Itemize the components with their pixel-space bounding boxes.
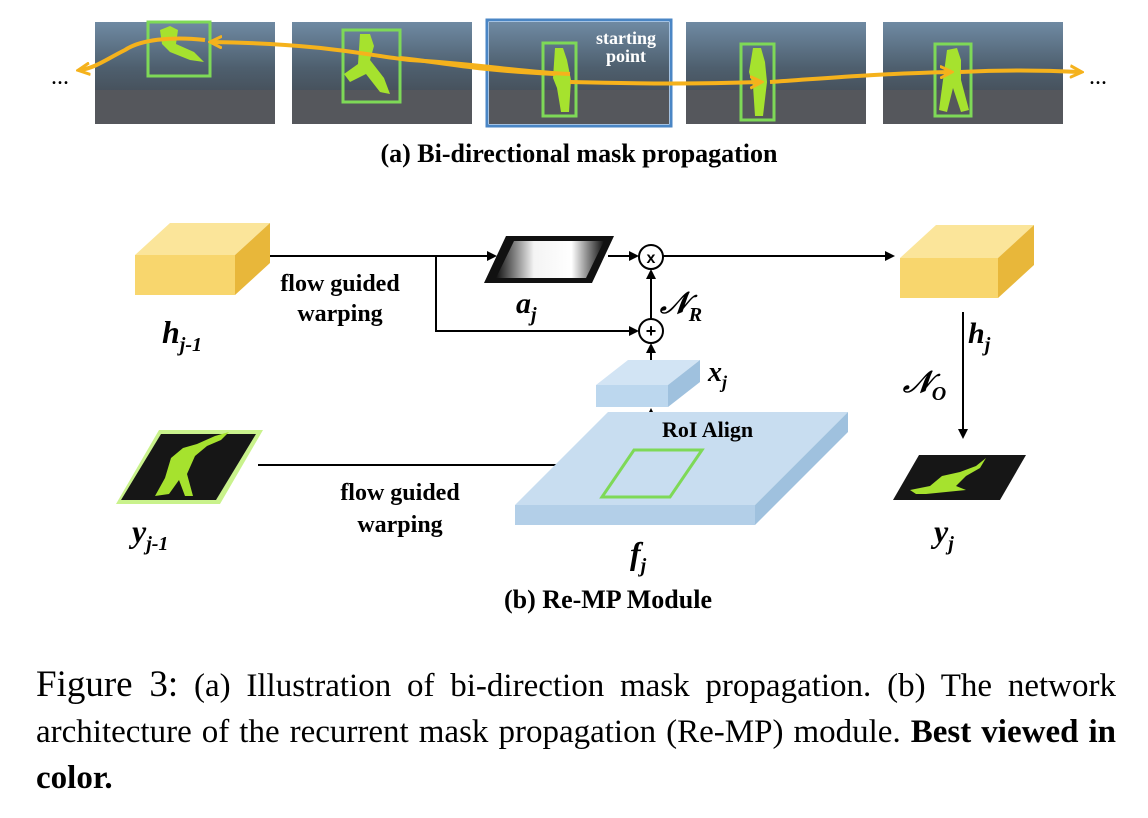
label-y-prev: yj-1 (128, 513, 168, 555)
feature-map-f (515, 412, 848, 525)
panel-a-caption: (a) Bi-directional mask propagation (380, 139, 778, 168)
label-a: aj (516, 287, 537, 326)
mask-y-prev (116, 430, 263, 504)
label-f: fj (630, 535, 647, 577)
mask-person (160, 26, 204, 62)
warp-top-line1: flow guided (280, 271, 400, 297)
caption-label: Figure 3: (36, 664, 179, 705)
mask-person (344, 34, 390, 94)
svg-text:+: + (646, 321, 657, 341)
propagation-arrows (80, 38, 1080, 83)
label-h-next: hj (968, 317, 991, 356)
object-box (541, 41, 578, 118)
figure-3: starting point ... ... (a) Bi-directiona… (51, 18, 1107, 614)
object-box (933, 42, 973, 118)
arrow-h-to-add (435, 256, 639, 336)
label-x: xj (707, 357, 728, 392)
warp-bottom-line1: flow guided (340, 480, 460, 506)
frame-start: starting point (485, 18, 673, 128)
start-label-line1: starting (596, 28, 656, 48)
feature-block-h-next (900, 225, 1034, 298)
multiply-op: x (638, 244, 664, 270)
object-box (341, 28, 402, 104)
label-n-r: 𝒩R (659, 287, 702, 326)
start-label-line2: point (606, 46, 646, 66)
roi-align-label: RoI Align (662, 417, 753, 442)
figure-caption: Figure 3: (a) Illustration of bi-directi… (36, 662, 1116, 801)
ellipsis-left: ... (51, 64, 69, 90)
caption-text: (a) Illustration of bi-direction mask pr… (36, 668, 1116, 750)
warp-top-line2: warping (297, 301, 382, 327)
label-n-o: 𝒩O (902, 366, 946, 405)
mask-person (939, 48, 969, 112)
add-op: + (638, 318, 664, 344)
forward-arrow-2 (769, 72, 950, 84)
backward-arrow-2 (80, 36, 206, 70)
ellipsis-right: ... (1089, 64, 1107, 90)
label-y-next: yj (930, 513, 954, 555)
forward-arrow-3 (959, 71, 1080, 73)
label-h-prev: hj-1 (162, 314, 202, 356)
mask-person (553, 48, 571, 112)
frame-4 (686, 22, 866, 124)
caption-bold: Best viewed in color. (36, 714, 1117, 796)
roi-feature-x (596, 360, 700, 407)
panel-b-caption: (b) Re-MP Module (504, 585, 712, 614)
start-frame-border (485, 18, 673, 128)
roi-box (599, 448, 705, 499)
forward-arrow-1 (569, 82, 760, 84)
warp-bottom-line2: warping (357, 512, 442, 538)
mask-y-next (893, 455, 1026, 500)
feature-block-h-prev (135, 223, 270, 295)
panel-b-labels: hj-1 hj aj xj fj yj-1 yj 𝒩R 𝒩O flow guid… (128, 271, 991, 614)
attention-map (484, 236, 614, 283)
link-start (399, 56, 556, 76)
svg-text:x: x (647, 250, 656, 267)
frame-2 (292, 22, 472, 124)
